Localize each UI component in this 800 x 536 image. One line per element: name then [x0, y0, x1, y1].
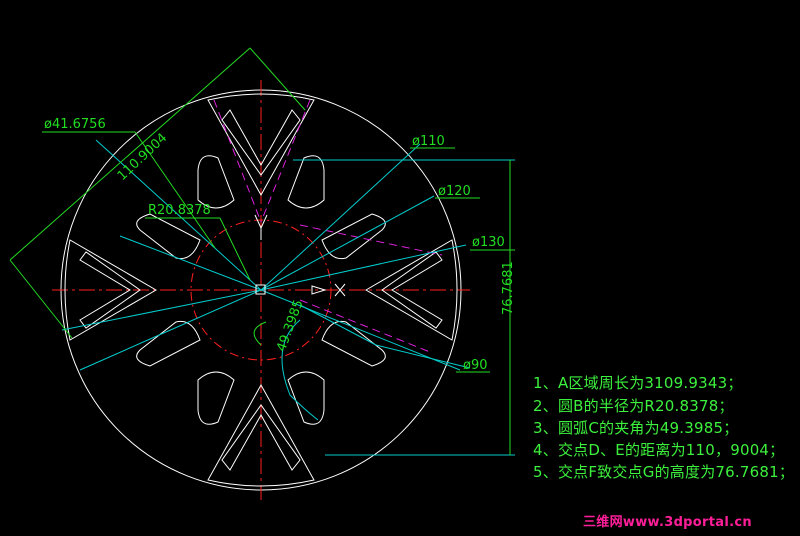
ucs-marker: [254, 214, 346, 297]
fan-blade-top: [207, 93, 315, 197]
fan-blade-bottom: [207, 383, 315, 487]
note-3: 3、圆弧C的夹角为49.3985；: [533, 419, 739, 437]
dimension-angle-49: 49.3985: [274, 298, 306, 354]
fan-blade-left: [64, 239, 157, 341]
dimension-radius-20: R20.8378: [148, 203, 211, 218]
dimension-diameter-90: ø90: [463, 358, 488, 373]
note-5: 5、交点F致交点G的高度为76.7681；: [533, 463, 795, 481]
construction-lines: [213, 99, 443, 353]
dimension-diameter-110: ø110: [412, 134, 445, 149]
leader-lines: [61, 139, 515, 456]
note-4: 4、交点D、E的距离为110，9004；: [533, 441, 785, 459]
aligned-dimension: [9, 47, 515, 455]
dimension-vertical-76: 76.7681: [501, 261, 516, 315]
dimension-diameter-130: ø130: [472, 235, 505, 250]
watermark: 三维网www.3dportal.cn: [583, 515, 752, 530]
dimension-diameter-120: ø120: [438, 184, 471, 199]
center-marker: [255, 284, 266, 295]
dimension-diameter-41: ø41.6756: [44, 117, 106, 132]
note-2: 2、圆B的半径为R20.8378；: [533, 397, 734, 415]
dimension-aligned-110: 110.9004: [115, 131, 171, 184]
note-1: 1、A区域周长为3109.9343；: [533, 374, 743, 392]
